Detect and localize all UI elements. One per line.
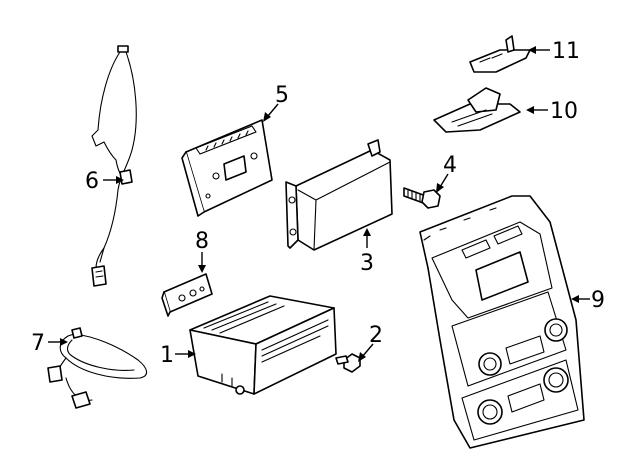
callout-11: 11 [552,39,580,64]
part-5-module [181,119,273,217]
callout-10: 10 [550,99,578,124]
part-9-bezel [419,195,585,449]
callout-8: 8 [195,229,209,254]
part-10-bracket [433,87,521,133]
part-2-push-pin [335,353,361,373]
part-7-harness [47,327,148,409]
callout-4: 4 [443,153,457,178]
callout-5: 5 [275,83,289,108]
part-8-switch [161,273,213,317]
callout-9: 9 [591,288,605,313]
callout-2: 2 [369,323,383,348]
callout-7: 7 [31,331,45,356]
part-4-bolt [403,187,441,209]
callout-1: 1 [160,343,174,368]
part-3-module [285,139,393,251]
callout-3: 3 [360,251,374,276]
callout-leaders [48,46,590,362]
callout-6: 6 [85,169,99,194]
part-11-bracket [469,35,531,73]
part-1-radio-unit [189,295,337,395]
part-6-wiring-harness [91,45,137,287]
